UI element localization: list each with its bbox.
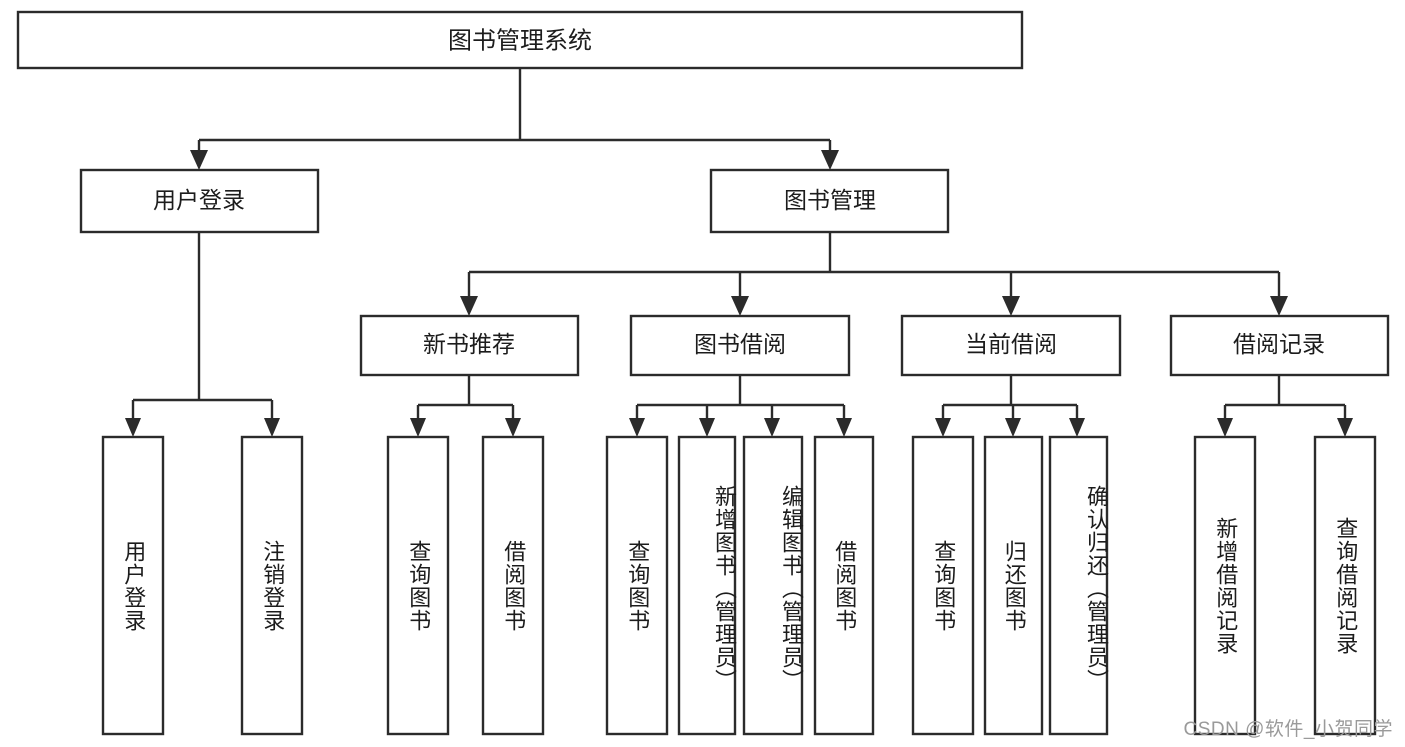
leaf-box-cb-query-book[interactable]	[911, 435, 975, 736]
leaf-box-bb-query-book[interactable]	[605, 435, 669, 736]
leaf-box-logout[interactable]	[240, 435, 304, 736]
leaf-boxes-current-borrow	[911, 435, 1109, 736]
leaf-box-bb-edit-book[interactable]	[742, 435, 804, 736]
arrow-head-leaf-bb-add	[699, 418, 715, 437]
arrow-head-leaf-logout	[264, 418, 280, 437]
arrow-head-leaf-br-query	[1337, 418, 1353, 437]
leaf-box-nb-borrow-book[interactable]	[481, 435, 545, 736]
leaf-box-nb-query-book[interactable]	[386, 435, 450, 736]
connector-group-root-to-level2	[190, 68, 839, 170]
connector-group-new-book-to-leaves	[410, 375, 521, 437]
node-user-login-label: 用户登录	[153, 187, 245, 213]
arrow-head-leaf-cb-confirm	[1069, 418, 1085, 437]
node-book-manage-box	[709, 168, 950, 234]
leaf-box-user-login[interactable]	[101, 435, 165, 736]
connector-group-book-manage-to-level3	[460, 232, 1288, 316]
arrow-head-leaf-nb-borrow	[505, 418, 521, 437]
node-current-borrow-box	[900, 314, 1122, 377]
arrow-head-book-borrow	[731, 296, 749, 316]
node-user-login-box	[79, 168, 320, 234]
node-borrow-record[interactable]: 借阅记录	[1169, 314, 1390, 377]
leaf-box-br-query-record[interactable]	[1313, 435, 1377, 736]
node-borrow-record-box	[1169, 314, 1390, 377]
node-new-book-recommend-label: 新书推荐	[423, 331, 515, 357]
node-book-manage[interactable]: 图书管理	[709, 168, 950, 234]
node-root-system[interactable]: 图书管理系统	[16, 10, 1024, 70]
connector-group-current-borrow-to-leaves	[935, 375, 1085, 437]
arrow-head-book-manage	[821, 150, 839, 170]
node-borrow-record-label: 借阅记录	[1233, 331, 1325, 357]
leaf-box-cb-confirm-return[interactable]	[1048, 435, 1109, 736]
leaf-boxes-user-login	[101, 435, 304, 736]
watermark-text: CSDN @软件_小贺同学	[1183, 719, 1393, 740]
arrow-head-borrow-record	[1270, 296, 1288, 316]
node-root-label: 图书管理系统	[448, 27, 592, 54]
leaf-box-br-add-record[interactable]	[1193, 435, 1257, 736]
arrow-head-leaf-cb-query	[935, 418, 951, 437]
leaf-boxes-new-book-recommend	[386, 435, 545, 736]
arrow-head-leaf-nb-query	[410, 418, 426, 437]
leaf-boxes-book-borrow	[605, 435, 875, 736]
connector-group-user-login-to-leaves	[125, 232, 280, 437]
connector-group-borrow-record-to-leaves	[1217, 375, 1353, 437]
arrow-head-current-borrow	[1002, 296, 1020, 316]
arrow-head-leaf-br-add	[1217, 418, 1233, 437]
arrow-head-new-book	[460, 296, 478, 316]
leaf-boxes-borrow-record	[1193, 435, 1377, 736]
arrow-head-leaf-user-login	[125, 418, 141, 437]
node-book-borrow[interactable]: 图书借阅	[629, 314, 851, 377]
connector-group-book-borrow-to-leaves	[629, 375, 852, 437]
node-user-login[interactable]: 用户登录	[79, 168, 320, 234]
arrow-head-leaf-bb-borrow	[836, 418, 852, 437]
node-book-borrow-box	[629, 314, 851, 377]
node-new-book-recommend[interactable]: 新书推荐	[359, 314, 580, 377]
node-new-book-recommend-box	[359, 314, 580, 377]
arrow-head-user-login	[190, 150, 208, 170]
leaf-box-bb-borrow-book[interactable]	[813, 435, 875, 736]
arrow-head-leaf-bb-query	[629, 418, 645, 437]
node-book-borrow-label: 图书借阅	[694, 331, 786, 357]
node-current-borrow[interactable]: 当前借阅	[900, 314, 1122, 377]
arrow-head-leaf-bb-edit	[764, 418, 780, 437]
leaf-box-cb-return-book[interactable]	[983, 435, 1044, 736]
leaf-box-bb-add-book[interactable]	[677, 435, 737, 736]
arrow-head-leaf-cb-return	[1005, 418, 1021, 437]
node-book-manage-label: 图书管理	[784, 187, 876, 213]
node-root-box	[16, 10, 1024, 70]
node-current-borrow-label: 当前借阅	[965, 331, 1057, 357]
